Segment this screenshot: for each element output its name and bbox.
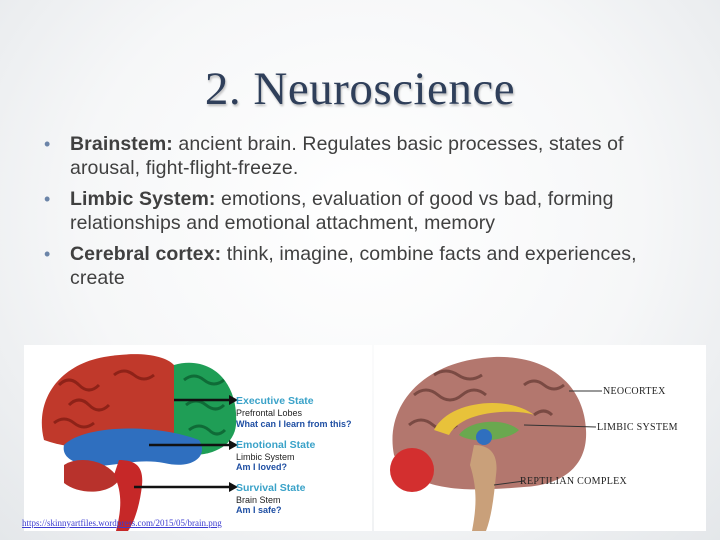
bullet-text: emotions, evaluation of good vs bad, for… bbox=[70, 188, 614, 234]
bullet-list: • Brainstem: ancient brain. Regulates ba… bbox=[44, 132, 694, 297]
brain-states-image: Executive State Prefrontal Lobes What ca… bbox=[24, 345, 372, 531]
red-region bbox=[390, 448, 434, 492]
neocortex-label: NEOCORTEX bbox=[603, 386, 666, 397]
bullet-cortex: • Cerebral cortex: think, imagine, combi… bbox=[44, 242, 694, 290]
emotional-state-sub: Limbic System bbox=[236, 452, 295, 462]
slide-title: 2. Neuroscience bbox=[204, 63, 516, 115]
triune-brain-image: NEOCORTEX LIMBIC SYSTEM REPTILIAN COMPLE… bbox=[374, 345, 706, 531]
limbic-system-label: LIMBIC SYSTEM bbox=[597, 422, 678, 433]
emotional-state-question: Am I loved? bbox=[236, 462, 288, 472]
bullet-brainstem: • Brainstem: ancient brain. Regulates ba… bbox=[44, 132, 694, 180]
bullet-dot-icon: • bbox=[44, 134, 51, 154]
emotional-state-title: Emotional State bbox=[236, 439, 316, 451]
triune-brain-illustration bbox=[390, 356, 602, 531]
image-source-link[interactable]: https://skinnyartfiles.wordpress.com/201… bbox=[22, 518, 222, 528]
bullet-limbic: • Limbic System: emotions, evaluation of… bbox=[44, 187, 694, 235]
bullet-text: ancient brain. Regulates basic processes… bbox=[70, 133, 624, 179]
bullet-term: Cerebral cortex: bbox=[70, 243, 222, 265]
survival-state-sub: Brain Stem bbox=[236, 495, 281, 505]
bullet-dot-icon: • bbox=[44, 244, 51, 264]
cerebellum-region bbox=[64, 460, 119, 492]
executive-state-question: What can I learn from this? bbox=[236, 419, 352, 429]
limbic-region bbox=[63, 428, 203, 467]
brainstem-region bbox=[114, 460, 143, 531]
bullet-term: Brainstem: bbox=[70, 133, 173, 155]
bullet-term: Limbic System: bbox=[70, 188, 216, 210]
limbic-arc bbox=[434, 403, 534, 435]
bullet-dot-icon: • bbox=[44, 189, 51, 209]
executive-state-title: Executive State bbox=[236, 395, 314, 407]
executive-state-sub: Prefrontal Lobes bbox=[236, 408, 303, 418]
survival-state-question: Am I safe? bbox=[236, 505, 282, 515]
reptilian-complex-label: REPTILIAN COMPLEX bbox=[520, 476, 628, 487]
bullet-text: think, imagine, combine facts and experi… bbox=[70, 243, 637, 289]
reptilian-region bbox=[470, 445, 497, 531]
survival-state-title: Survival State bbox=[236, 482, 306, 494]
brain-states-illustration bbox=[41, 354, 238, 531]
